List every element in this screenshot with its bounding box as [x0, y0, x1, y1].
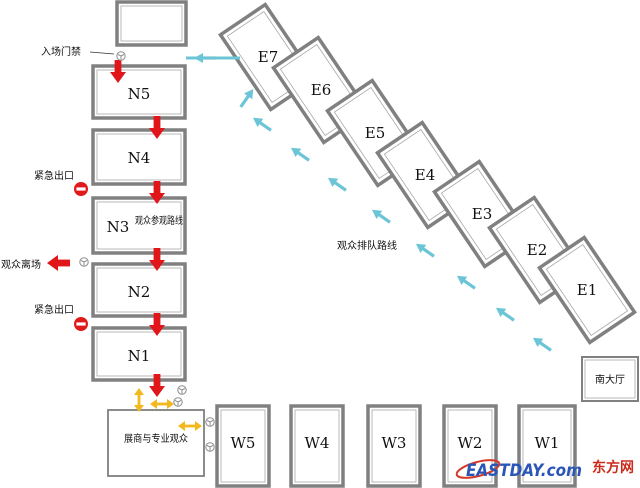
- cyan-arrow-icon: [234, 84, 260, 112]
- hall-n3[interactable]: N3: [91, 196, 187, 255]
- cyan-arrow-icon: [411, 237, 439, 263]
- exhibitor-professional-area[interactable]: 展商与专业观众: [107, 409, 205, 477]
- visitor-route-label: 观众参观路线: [135, 214, 183, 227]
- hall-w3-label: W3: [382, 434, 407, 452]
- cyan-arrow-icon: [367, 203, 395, 229]
- hall-w5-label: W5: [231, 434, 256, 452]
- visitor-exit-label: 观众离场: [1, 258, 41, 271]
- hall-w2-label: W2: [458, 434, 483, 452]
- hall-n1[interactable]: N1: [91, 326, 187, 382]
- top-building: [115, 0, 188, 47]
- watermark-chinese: 东方网: [592, 459, 634, 476]
- entrance-gate-leader: [89, 51, 115, 55]
- hall-n1-label: N1: [128, 347, 151, 365]
- turnstile-icon: [205, 442, 215, 452]
- hall-w5[interactable]: W5: [215, 404, 271, 488]
- hall-w4-label: W4: [305, 434, 330, 452]
- cyan-arrow-icon: [528, 331, 556, 357]
- entrance-gate-label: 入场门禁: [41, 45, 81, 58]
- cyan-arrow-icon: [491, 301, 519, 327]
- yellow-double-arrow-icon: [132, 386, 146, 414]
- south-hall-label: 南大厅: [595, 373, 625, 386]
- hall-n4[interactable]: N4: [91, 128, 187, 186]
- hall-n2-label: N2: [128, 283, 151, 301]
- cyan-arrow-icon: [248, 111, 276, 137]
- no-entry-icon: [74, 182, 88, 196]
- turnstile-icon: [173, 397, 183, 407]
- yellow-double-arrow-icon: [148, 397, 176, 411]
- hall-e3-label: E3: [472, 205, 493, 223]
- turnstile-icon: [79, 257, 89, 267]
- hall-w3[interactable]: W3: [366, 404, 422, 488]
- hall-e1[interactable]: E1: [537, 235, 637, 345]
- hall-e5-label: E5: [365, 124, 386, 142]
- hall-n5-label: N5: [128, 85, 151, 103]
- cyan-arrow-icon: [452, 269, 480, 295]
- hall-e6-label: E6: [311, 81, 332, 99]
- emergency-exit-lower-label: 紧急出口: [34, 303, 74, 316]
- hall-n5[interactable]: N5: [91, 64, 187, 120]
- cyan-arrow-icon: [323, 171, 351, 197]
- queue-route-label: 观众排队路线: [337, 239, 397, 252]
- exhibitor-area-label-line1: 展商与专业观众: [124, 432, 188, 445]
- hall-n4-label: N4: [128, 149, 151, 167]
- hall-n2[interactable]: N2: [91, 262, 187, 318]
- no-entry-icon: [74, 317, 88, 331]
- turnstile-icon: [116, 51, 126, 61]
- red-left-arrow-icon: [47, 255, 70, 271]
- cyan-arrow-icon: [286, 141, 314, 167]
- watermark-text: EASTDAY.com: [466, 461, 582, 481]
- hall-w4[interactable]: W4: [289, 404, 345, 488]
- eastday-watermark: EASTDAY.com 东方网: [455, 459, 634, 481]
- hall-w1[interactable]: W1: [517, 404, 577, 488]
- south-hall[interactable]: 南大厅: [581, 356, 639, 402]
- turnstile-icon: [205, 417, 215, 427]
- hall-e7-label: E7: [258, 48, 279, 66]
- hall-w1-label: W1: [535, 434, 560, 452]
- hall-e2-label: E2: [527, 241, 548, 259]
- turnstile-icon: [177, 385, 187, 395]
- hall-e4-label: E4: [415, 166, 436, 184]
- hall-e1-label: E1: [577, 281, 598, 299]
- emergency-exit-upper-label: 紧急出口: [34, 169, 74, 182]
- hall-n3-label: N3: [107, 218, 130, 236]
